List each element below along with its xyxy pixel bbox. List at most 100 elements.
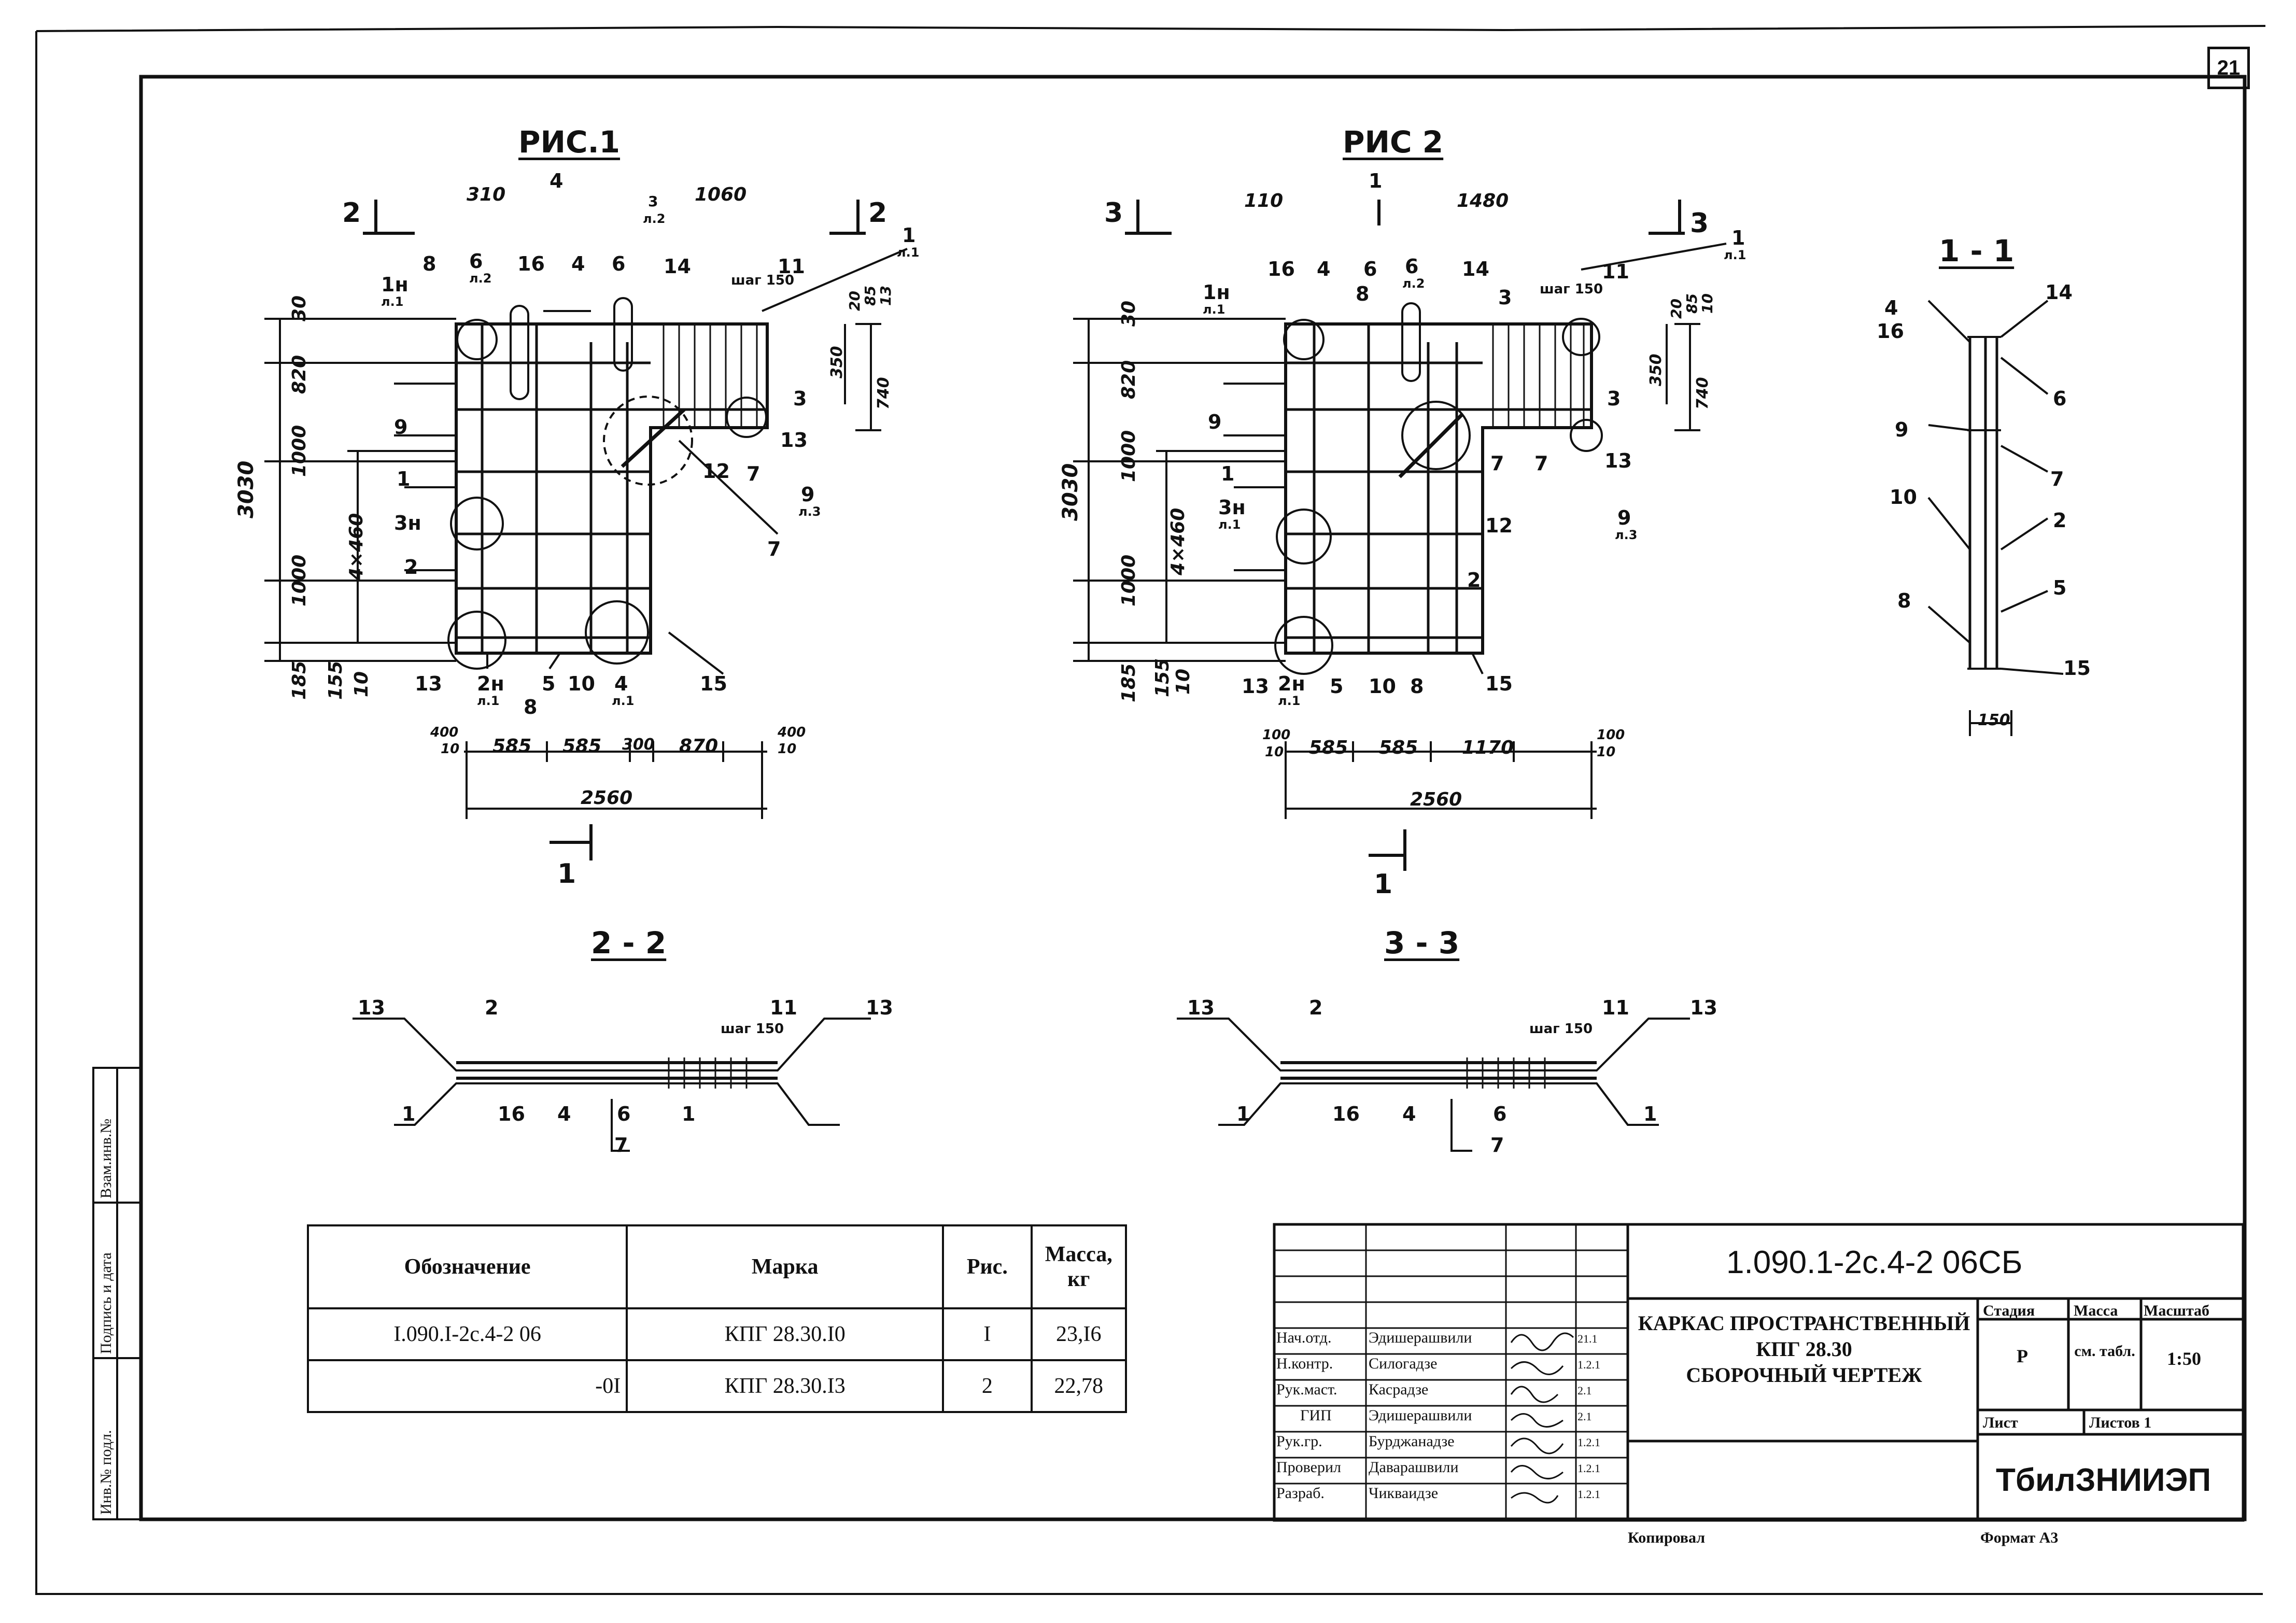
fig2-mark-13: 13 [1604, 449, 1632, 472]
fig1-cut-bottom: 1 [557, 858, 576, 890]
sec11-mark-6: 6 [2053, 387, 2067, 410]
role-date: 1.2.1 [1577, 1488, 1600, 1501]
drawing-name-line2: КПГ 28.30 [1756, 1337, 1852, 1361]
spec-cell: I [942, 1307, 1033, 1361]
figure1-title: РИС.1 [518, 124, 621, 160]
sec22-mark-13a: 13 [358, 996, 385, 1019]
signature-scribbles [1510, 1332, 1574, 1504]
spec-cell: 22,78 [1030, 1359, 1128, 1413]
fig2-dim-585a: 585 [1309, 737, 1348, 758]
fig2-dim-110: 110 [1244, 190, 1284, 211]
fig2-cut-bottom: 1 [1374, 869, 1393, 900]
fig2-dim-30: 30 [1118, 300, 1139, 327]
fig1-mark-7b: 7 [767, 538, 781, 560]
role-date: 2.1 [1577, 1410, 1592, 1423]
fig1-mark-16: 16 [517, 252, 545, 275]
sec22-mark-4: 4 [557, 1103, 571, 1125]
fig1-cut-top: 4 [550, 170, 564, 192]
section22-geometry [353, 1018, 871, 1152]
role-date: 1.2.1 [1577, 1436, 1600, 1449]
fig2-mark-3r: 3 [1607, 387, 1621, 410]
sec22-mark-7: 7 [614, 1134, 628, 1156]
fig1-mark-1n: 1н [381, 273, 409, 296]
title-block-grid [1273, 1223, 2245, 1522]
fig2-mark-8: 8 [1356, 283, 1370, 305]
fig2-cut-right: 3 [1690, 208, 1709, 239]
fig2-mark-10: 10 [1369, 675, 1396, 698]
fig1-dim-400b: 400 [778, 725, 806, 740]
fig1-mark-6a-sheet: л.2 [469, 271, 492, 286]
fig1-mark-2n: 2н [477, 672, 504, 695]
mass-value: см. табл. [2074, 1343, 2135, 1360]
figure2-geometry [1073, 200, 1727, 871]
drawing-name: КАРКАС ПРОСТРАНСТВЕННЫЙ КПГ 28.30 СБОРОЧ… [1633, 1310, 1975, 1388]
fig2-mark-1n-sheet: л.1 [1203, 302, 1226, 317]
fig2-dim-2560: 2560 [1410, 789, 1462, 810]
fig1-dim-30: 30 [289, 295, 310, 321]
sec22-step: шаг 150 [721, 1021, 784, 1037]
fig2-mark-12: 12 [1485, 514, 1513, 537]
sec22-mark-1a: 1 [402, 1103, 416, 1125]
role-label: Разраб. [1276, 1485, 1325, 1502]
fig2-mark-1l: 1 [1221, 462, 1235, 485]
figure2-title: РИС 2 [1343, 124, 1444, 160]
sec22-mark-13b: 13 [866, 996, 893, 1019]
sec33-mark-13a: 13 [1187, 996, 1215, 1019]
fig1-dim-870: 870 [679, 736, 719, 757]
fig2-mark-14: 14 [1462, 258, 1489, 280]
scale-header: Масштаб [2144, 1302, 2210, 1319]
sec11-mark-7: 7 [2050, 468, 2064, 490]
fig1-mark-1r: 1 [902, 224, 916, 247]
fig2-mark-7b: 7 [1534, 452, 1548, 475]
fig2-mark-3n: 3н [1218, 496, 1246, 519]
sec22-mark-11: 11 [770, 996, 797, 1019]
fig1-mark-1l: 1 [397, 468, 411, 490]
fig1-mark-3top: 3 [648, 193, 658, 210]
sec11-mark-5: 5 [2053, 576, 2067, 599]
fig2-cut-top: 1 [1369, 170, 1383, 192]
fig1-mark-13b: 13 [415, 672, 442, 695]
sheet-label: Лист [1983, 1414, 2018, 1431]
fig2-dim-10a: 10 [1265, 744, 1284, 760]
fig1-dim-2560: 2560 [581, 787, 633, 809]
sec11-dim-150: 150 [1978, 711, 2010, 729]
role-date: 1.2.1 [1577, 1462, 1600, 1475]
fig1-mark-4b-sheet: л.1 [612, 694, 635, 708]
section33-geometry [1177, 1018, 1690, 1152]
fig2-dim-1000a: 1000 [1118, 430, 1139, 482]
fig2-dim-4x460: 4×460 [1167, 507, 1189, 575]
fig1-mark-1r-sheet: л.1 [897, 245, 920, 260]
fig2-mark-9: 9 [1617, 506, 1631, 529]
fig2-mark-16: 16 [1267, 258, 1295, 280]
scale-value: 1:50 [2167, 1348, 2201, 1369]
fig2-dim-20: 20 [1668, 299, 1685, 319]
fig1-mark-9l: 9 [394, 416, 408, 439]
spec-header-designation: Обозначение [306, 1224, 628, 1309]
sec11-mark-10: 10 [1890, 486, 1917, 509]
fig1-dim-1000a: 1000 [289, 425, 310, 477]
sec33-mark-7: 7 [1490, 1134, 1504, 1156]
fig2-mark-8b: 8 [1410, 675, 1424, 698]
fig1-dim-13: 13 [877, 286, 894, 306]
sec11-mark-9: 9 [1895, 418, 1909, 441]
fig2-dim-350: 350 [1647, 354, 1665, 386]
fig1-mark-11: 11 [778, 255, 805, 278]
role-date: 1.2.1 [1577, 1358, 1600, 1371]
fig1-mark-9-sheet: л.3 [798, 504, 821, 519]
role-label: Рук.маст. [1276, 1381, 1337, 1398]
fig1-mark-6a: 6 [469, 250, 483, 273]
fig1-mark-14: 14 [664, 255, 691, 278]
section33-title: 3 - 3 [1384, 925, 1460, 961]
role-label: ГИП [1300, 1407, 1332, 1424]
sheets-label: Листов 1 [2089, 1414, 2152, 1431]
role-label: Проверил [1276, 1459, 1341, 1476]
fig1-dim-820: 820 [289, 355, 310, 394]
fig2-mark-15: 15 [1485, 672, 1513, 695]
fig2-mark-5: 5 [1330, 675, 1344, 698]
stage-value: Р [2017, 1346, 2028, 1366]
fig2-mark-6b-sheet: л.2 [1402, 276, 1425, 291]
fig1-mark-15: 15 [700, 672, 727, 695]
fig2-dim-10r: 10 [1699, 293, 1716, 314]
fig1-dim-300: 300 [622, 736, 655, 754]
sec11-mark-2: 2 [2053, 509, 2067, 532]
